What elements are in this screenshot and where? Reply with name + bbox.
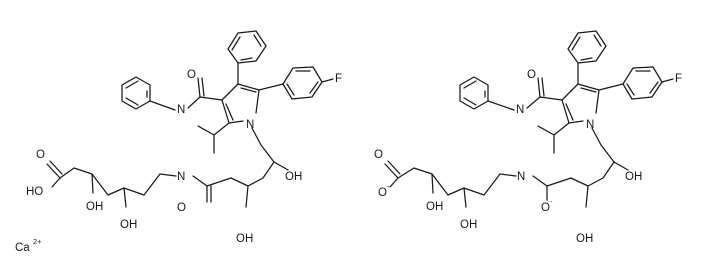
right-top-phenyl-ring <box>567 30 607 85</box>
left-hydroxyl-3-label: OH <box>236 233 253 245</box>
right-carboxyl-oxygen-label: O <box>374 149 383 161</box>
left-acid-oxygen-label: O <box>36 149 45 161</box>
right-amide-nitrogen-label: N <box>516 104 524 116</box>
calcium-symbol: Ca <box>15 242 30 254</box>
left-acid-hydroxyl-label: HO <box>26 186 43 198</box>
right-fluorine-label: F <box>675 73 682 85</box>
right-carboxylate-oxygen-label: O <box>378 187 387 199</box>
right-n-phenyl-ring <box>459 76 515 111</box>
right-linker-nitrogen-label: N <box>517 171 525 183</box>
right-hydroxyl-1-label: OH <box>426 201 443 213</box>
right-fluorophenyl-ring <box>598 66 674 100</box>
left-acid-chain <box>46 160 177 208</box>
left-linker-chain <box>192 127 289 208</box>
left-amide-nitrogen-label: N <box>177 104 185 116</box>
left-hydroxyl-4-label: OH <box>285 171 302 183</box>
left-pyrrole-ring <box>221 83 260 124</box>
right-carboxylate-charge: - <box>387 182 390 191</box>
left-fluorine-label: F <box>335 73 342 85</box>
right-isopropyl <box>537 122 570 154</box>
left-hydroxyl-1-label: OH <box>86 201 103 213</box>
left-pyrrole-nitrogen-label: N <box>246 119 254 131</box>
right-pyrrole-ring <box>561 83 600 124</box>
left-phenyl-n-bond <box>149 100 176 111</box>
left-top-phenyl-ring <box>227 30 267 85</box>
right-carboxylate-chain <box>384 160 517 208</box>
left-n-phenyl-ring <box>121 76 176 111</box>
right-pyrrole-nitrogen-label: N <box>586 119 594 131</box>
left-amide <box>187 77 223 109</box>
right-hydroxyl-2-label: OH <box>460 219 477 231</box>
right-molecule <box>384 30 674 208</box>
right-linker-chain <box>532 127 629 208</box>
calcium-charge: 2+ <box>33 237 42 246</box>
right-hydroxyl-4-label: OH <box>625 171 642 183</box>
left-amide-oxygen-label: O <box>187 69 196 81</box>
right-amide-oxygen-label: O <box>527 69 536 81</box>
right-amide <box>526 77 563 109</box>
left-molecule <box>46 30 334 208</box>
right-enolate-oxygen-label: O <box>541 202 550 214</box>
right-enolate-charge: - <box>550 197 553 206</box>
left-hydroxyl-2-label: OH <box>120 219 137 231</box>
left-linker-nitrogen-label: N <box>177 171 185 183</box>
left-carbonyl-oxygen-label: O <box>177 202 186 214</box>
left-isopropyl <box>197 122 230 154</box>
right-hydroxyl-3-label: OH <box>576 233 593 245</box>
left-fluorophenyl-ring <box>258 66 334 100</box>
